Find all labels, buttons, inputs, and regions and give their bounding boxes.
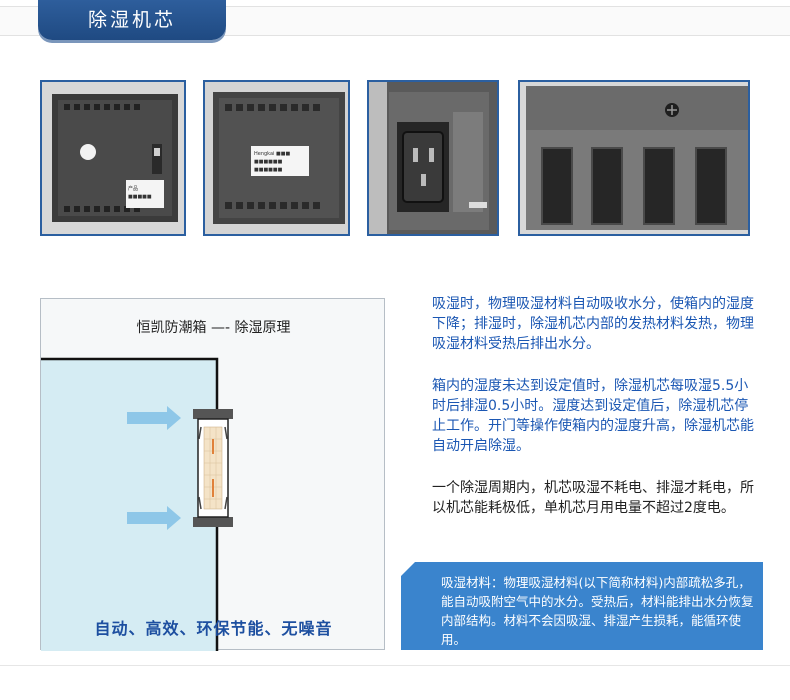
diagram-title: 恒凯防潮箱 —- 除湿原理 xyxy=(136,320,291,336)
device-label-photo: Hengkai ■■■ ■■■■■■ ■■■■■■ xyxy=(203,80,350,236)
paragraph-cycle: 箱内的湿度未达到设定值时，除湿机芯每吸湿5.5小时后排湿0.5小时。湿度达到设定… xyxy=(432,378,754,454)
material-info-text: 吸湿材料：物理吸湿材料(以下简称材料)内部疏松多孔，能自动吸附空气中的水分。受热… xyxy=(441,575,754,647)
section-tab: 除湿机芯 xyxy=(38,0,226,40)
info-box-corner xyxy=(401,562,415,576)
material-info-box xyxy=(401,562,763,650)
dehumidify-principle-diagram: 恒凯防潮箱 —- 除湿原理 自动、高效、环保节能、无噪音 xyxy=(40,298,385,651)
photo-label-line: ■■■■■■ xyxy=(254,167,283,173)
paragraph-energy: 一个除湿周期内，机芯吸湿不耗电、排湿才耗电，所以机芯能耗极低，单机芯月用电量不超… xyxy=(432,480,754,516)
photo-label-line: ■■■■■■ xyxy=(254,159,283,165)
bottom-divider xyxy=(0,665,790,666)
diagram-slogan: 自动、高效、环保节能、无噪音 xyxy=(94,619,333,638)
vent-slots-photo xyxy=(518,80,750,236)
photo-label-line: Hengkai ■■■ xyxy=(254,151,290,157)
photo-label-line: 产品 xyxy=(128,185,138,192)
device-back-photo: 产品 ■■■■■ xyxy=(40,80,186,236)
paragraph-absorb-release: 吸湿时，物理吸湿材料自动吸收水分，使箱内的湿度下降；排湿时，除湿机芯内部的发热材… xyxy=(432,296,754,352)
power-socket-photo xyxy=(367,80,499,236)
photo-label-line: ■■■■■ xyxy=(128,194,152,200)
section-title: 除湿机芯 xyxy=(87,9,176,31)
